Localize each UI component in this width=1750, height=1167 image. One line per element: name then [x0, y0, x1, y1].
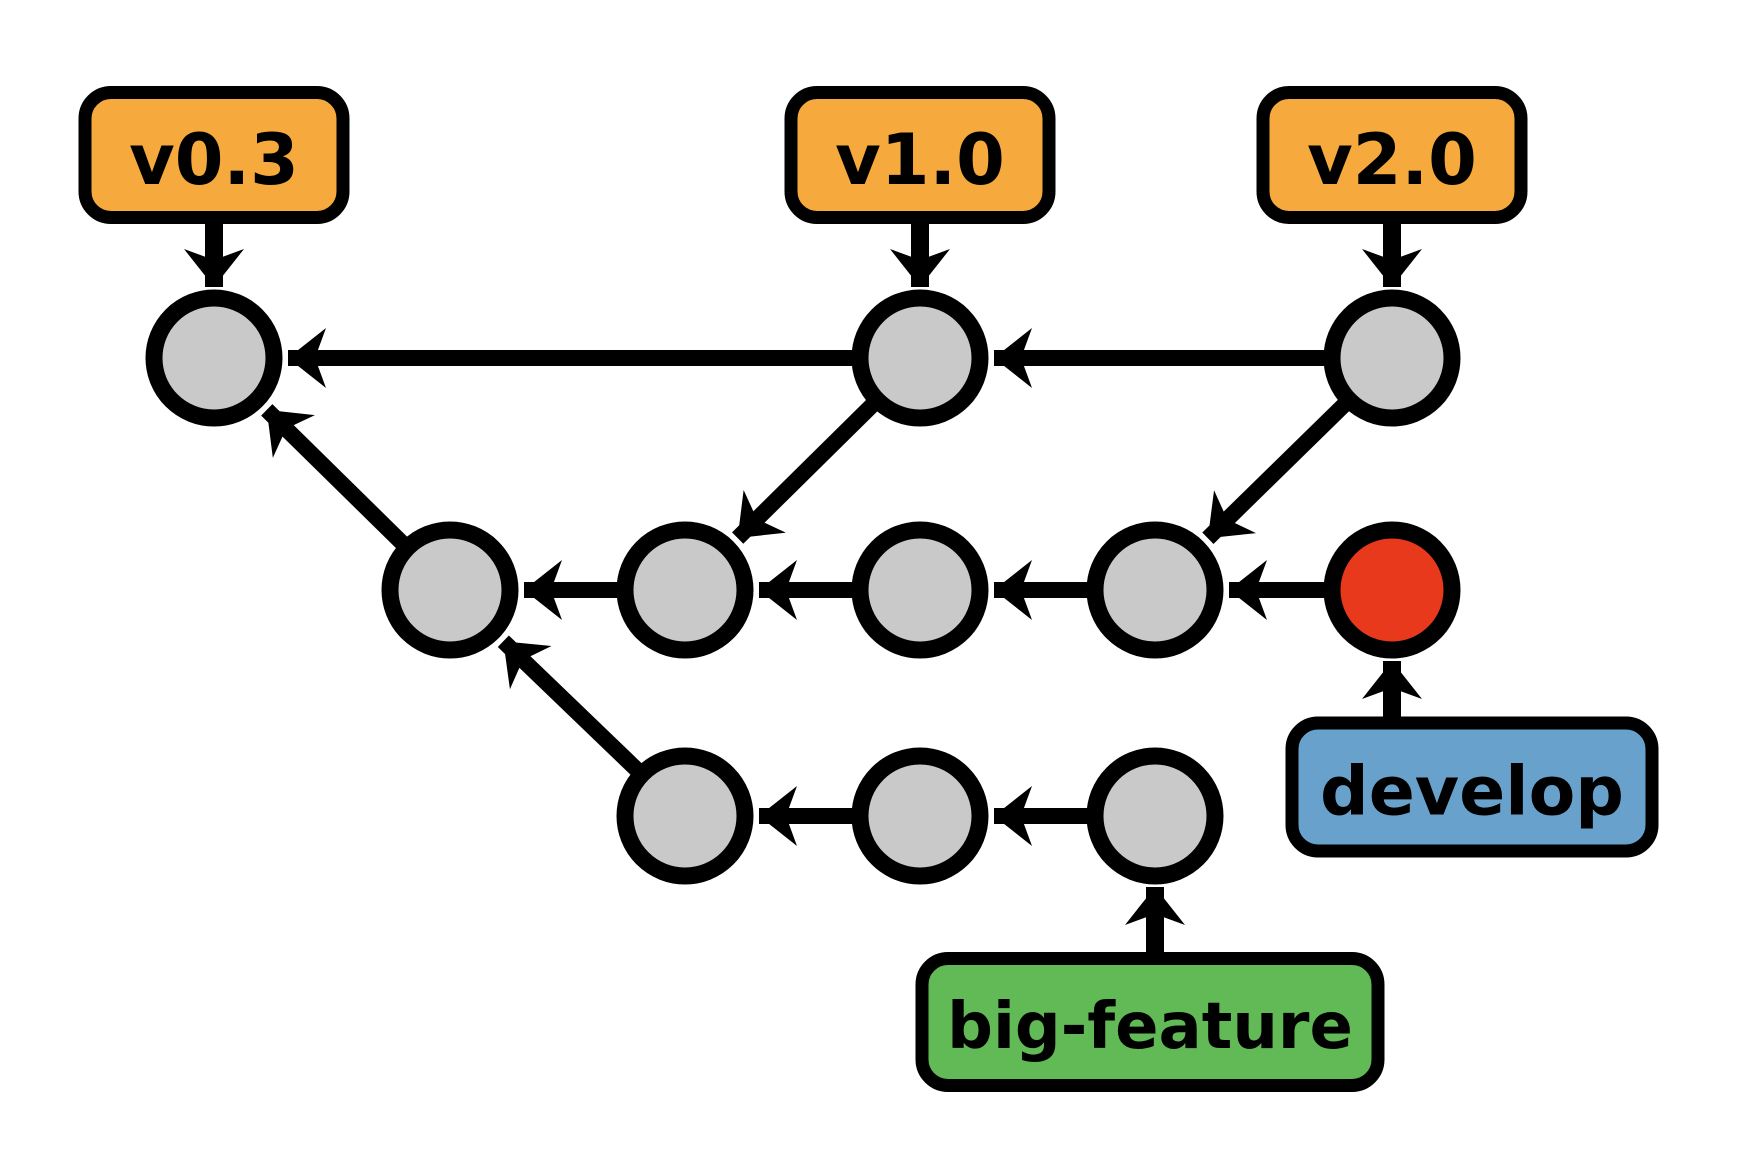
label-big-feature-box: [915, 952, 1385, 1092]
tag-v2-0-text: v2.0: [1307, 119, 1477, 201]
commit-node-d1: [381, 521, 519, 659]
tag-v1-0-text: v1.0: [835, 119, 1005, 201]
commit-node-m2: [851, 289, 989, 427]
commit-node-d4: [1086, 521, 1224, 659]
tag-v2-0: v2.0: [1256, 86, 1528, 287]
commits-layer: [145, 289, 1461, 885]
label-big-feature-text: big-feature: [947, 990, 1353, 1064]
label-develop: develop: [1285, 661, 1659, 858]
label-develop-text: develop: [1320, 753, 1624, 832]
tag-v1-0-box: [784, 86, 1056, 224]
commit-node-m1: [145, 289, 283, 427]
commit-node-f2: [851, 747, 989, 885]
commit-node-d2: [616, 521, 754, 659]
tag-v0-3-box: [78, 86, 350, 224]
tag-v1-0: v1.0: [784, 86, 1056, 287]
label-develop-box: [1285, 716, 1659, 858]
commit-node-f1: [616, 747, 754, 885]
tag-v0-3-text: v0.3: [129, 119, 299, 201]
head-commit-node-d5: [1323, 521, 1461, 659]
commit-node-d3: [851, 521, 989, 659]
commit-node-m3: [1323, 289, 1461, 427]
tag-v0-3: v0.3: [78, 86, 350, 287]
tag-v2-0-box: [1256, 86, 1528, 224]
commit-node-f3: [1086, 747, 1224, 885]
label-big-feature: big-feature: [915, 887, 1385, 1092]
